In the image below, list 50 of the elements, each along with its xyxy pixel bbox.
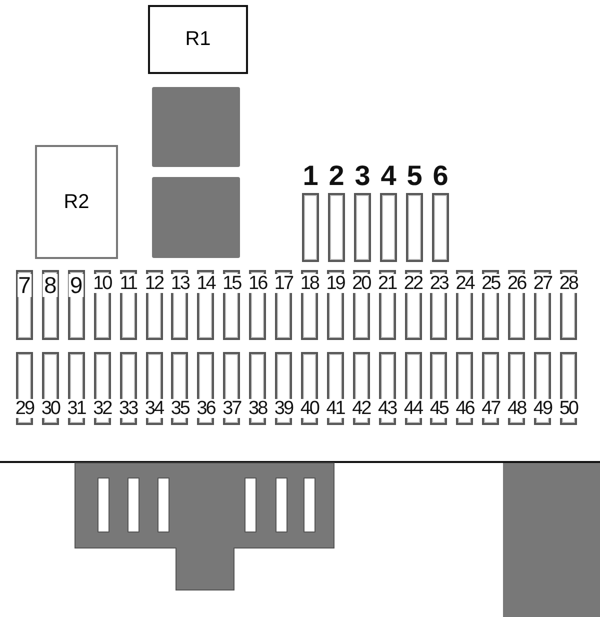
fuse-number: 30 [40,399,60,418]
fuse-number: 22 [402,274,424,293]
relay-box [35,145,118,259]
fuse-number: 34 [144,399,164,418]
fuse-number: 20 [351,274,372,293]
fuse-number: 45 [428,399,449,418]
fuse-number: 32 [92,399,112,418]
fuse-number: 27 [532,274,553,293]
fuse-number: 17 [273,274,294,293]
fuse-number: 43 [377,399,398,418]
fuse-number: 50 [558,399,578,418]
fuse-number: 10 [92,274,112,293]
fuse-number: 36 [196,399,216,418]
fuse-number: 35 [170,399,190,418]
fuse-number: 19 [325,274,346,293]
fuse-number: 38 [248,399,268,418]
fuse-number: 25 [480,274,501,293]
fuse-number: 48 [506,399,527,418]
fuse-number: 46 [454,399,475,418]
fuse-number: 14 [196,274,216,293]
fuse-number: 42 [351,399,372,418]
fuse-number: 33 [118,399,138,418]
fuse-number: 44 [402,399,424,418]
relay-label: R2 [64,190,90,214]
relay-box [148,5,248,74]
fuse-number: 12 [144,274,164,293]
fuse-number: 29 [14,399,35,418]
relay-label: R1 [185,28,211,51]
fuse-number: 15 [222,274,242,293]
fuse-number: 47 [480,399,501,418]
fuse-number: 31 [66,399,86,418]
fuse-number: 23 [428,274,449,293]
relay-block [152,87,240,167]
fuse-number: 8 [43,274,58,297]
fuse-number: 41 [325,399,346,418]
fuse-number: 39 [273,399,294,418]
fuse-number: 26 [506,274,527,293]
relay-block [152,177,240,258]
fuse-number: 13 [170,274,190,293]
fuse-number: 40 [299,399,320,418]
fuse-number: 7 [17,274,32,297]
fuse-number: 28 [558,274,578,293]
fuse-number: 21 [377,274,398,293]
fuse-number: 11 [118,274,138,293]
fuse-number: 49 [532,399,553,418]
fuse-number: 16 [248,274,268,293]
fuse-number: 18 [299,274,320,293]
fuse-number: 24 [454,274,475,293]
fuse-number: 9 [68,274,84,297]
fuse-number: 37 [222,399,242,418]
